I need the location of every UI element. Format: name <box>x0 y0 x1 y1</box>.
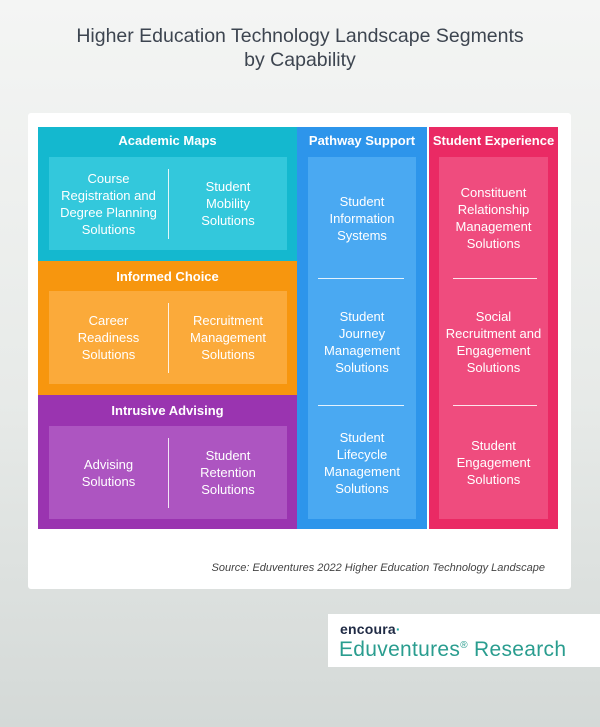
segment-item: Career Readiness Solutions <box>77 313 140 362</box>
segment-inner-box: Advising Solutions Student Retention Sol… <box>49 426 287 519</box>
segment-item: Course Registration and Degree Planning … <box>60 170 157 237</box>
divider <box>318 278 404 279</box>
segment-item: Student Mobility Solutions <box>201 179 255 228</box>
segment-item: Student Engagement Solutions <box>456 438 531 487</box>
segment-pathway-support: Pathway Support Student Information Syst… <box>297 127 427 529</box>
divider <box>168 438 169 508</box>
divider <box>168 169 169 239</box>
segment-title: Academic Maps <box>118 133 217 148</box>
page-title: Higher Education Technology Landscape Se… <box>76 25 524 71</box>
brand-text: encoura <box>340 621 396 637</box>
segment-title: Intrusive Advising <box>111 403 224 418</box>
divider <box>168 303 169 373</box>
eduventures-research-logo: Eduventures® Research <box>339 638 566 662</box>
segment-inner-box: Career Readiness Solutions Recruitment M… <box>49 291 287 384</box>
logo: encoura· Eduventures® Research <box>328 614 600 667</box>
logo-name: Eduventures <box>339 638 461 661</box>
segment-item: Constituent Relationship Management Solu… <box>455 185 532 251</box>
segment-intrusive-advising: Intrusive Advising Advising Solutions St… <box>38 395 297 529</box>
registered-mark: ® <box>460 640 468 651</box>
segment-item: Student Information Systems <box>329 193 395 243</box>
divider <box>453 405 537 406</box>
source-note: Source: Eduventures 2022 Higher Educatio… <box>211 562 546 574</box>
divider <box>453 278 537 279</box>
divider <box>318 405 404 406</box>
segment-academic-maps: Academic Maps Course Registration and De… <box>38 127 297 261</box>
segment-item: Student Lifecycle Management Solutions <box>324 429 400 496</box>
segment-item: Social Recruitment and Engagement Soluti… <box>445 309 542 375</box>
segment-title: Student Experience <box>432 133 555 148</box>
segment-title: Informed Choice <box>116 269 219 284</box>
segment-inner-box: Course Registration and Degree Planning … <box>49 157 287 250</box>
segment-inner-box: Student Information Systems Student Jour… <box>308 157 416 519</box>
segment-inner-box: Constituent Relationship Management Solu… <box>439 157 548 519</box>
segment-student-experience: Student Experience Constituent Relations… <box>429 127 558 529</box>
segment-item: Recruitment Management Solutions <box>190 313 266 362</box>
logo-suffix: Research <box>467 638 567 661</box>
segment-item: Student Retention Solutions <box>200 448 256 497</box>
segment-item: Advising Solutions <box>81 456 136 489</box>
brand-dot: · <box>395 621 401 637</box>
segment-item: Student Journey Management Solutions <box>324 309 400 375</box>
diagram-card: Academic Maps Course Registration and De… <box>28 113 571 589</box>
segment-title: Pathway Support <box>308 133 416 148</box>
encoura-logo: encoura· <box>340 621 401 637</box>
segment-informed-choice: Informed Choice Career Readiness Solutio… <box>38 261 297 395</box>
